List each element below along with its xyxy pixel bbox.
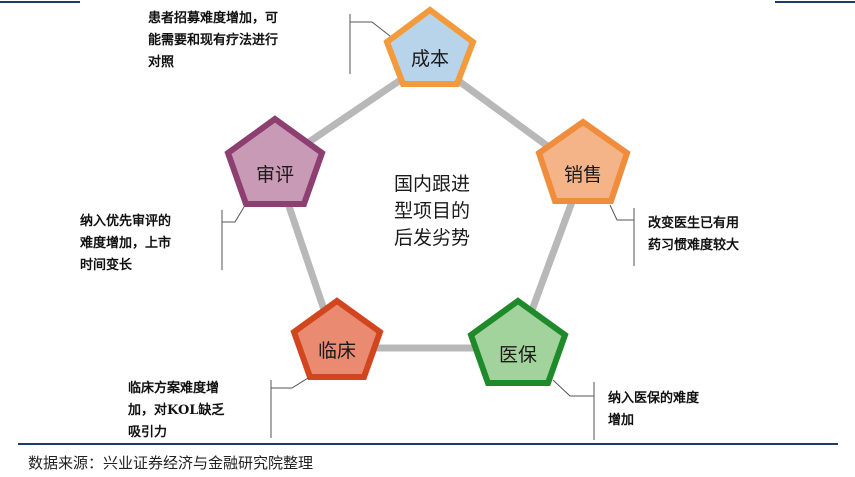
- clinical-note-leader: [271, 377, 309, 389]
- source-note: 数据来源：兴业证券经济与金融研究院整理: [28, 454, 314, 472]
- clinical-label: 临床: [318, 340, 356, 362]
- review-note-leader: [222, 206, 245, 223]
- cost-note: 患者招募难度增加，可 能需要和现有疗法进行 对照: [148, 11, 279, 70]
- review-label: 审评: [256, 164, 294, 186]
- center-line-2: 型项目的: [394, 200, 470, 222]
- clinical-note: 临床方案难度增 加，对KOL缺乏 吸引力: [128, 381, 225, 440]
- sales-note-leader: [609, 204, 634, 221]
- review-note: 纳入优先审评的 难度增加，上市 时间变长: [80, 214, 172, 273]
- clinical-node: [290, 297, 384, 380]
- insurance-note: 纳入医保的难度 增加: [608, 391, 700, 428]
- review-node: [224, 115, 326, 207]
- center-line-1: 国内跟进: [394, 173, 470, 195]
- insurance-node: [467, 297, 569, 386]
- center-line-3: 后发劣势: [394, 227, 470, 249]
- sales-node: [535, 118, 631, 204]
- cost-label: 成本: [411, 48, 449, 70]
- sales-note: 改变医生已有用 药习惯难度较大: [648, 216, 740, 253]
- cost-note-leader: [350, 21, 391, 37]
- insurance-label: 医保: [499, 344, 537, 366]
- sales-label: 销售: [564, 164, 602, 186]
- insurance-note-leader: [552, 379, 594, 397]
- cost-node: [383, 6, 477, 87]
